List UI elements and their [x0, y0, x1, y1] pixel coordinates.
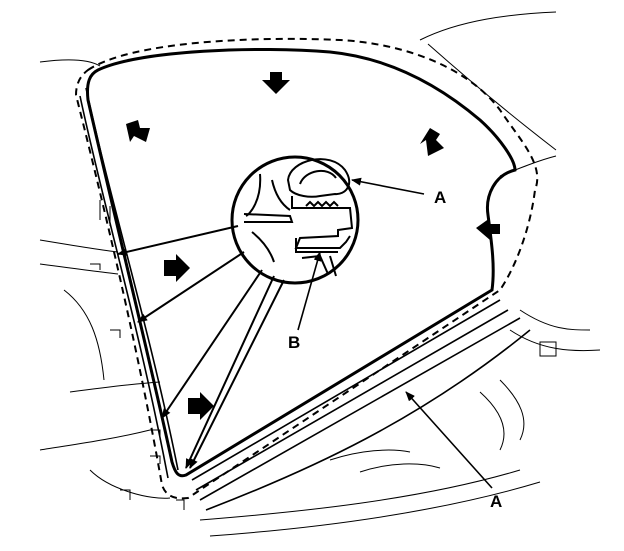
arrow-upper-left — [126, 120, 150, 142]
detail-leader-arrows — [117, 225, 285, 469]
body-context-lines — [39, 11, 601, 537]
weatherstrip-cross-section — [243, 158, 354, 277]
arrow-right — [476, 218, 500, 240]
arrow-upper-right — [420, 128, 444, 156]
window-frame-outline — [86, 47, 517, 478]
detail-inset — [230, 155, 360, 285]
detail-circle — [230, 155, 360, 285]
weatherstrip-lines — [79, 87, 531, 511]
arrow-middle-left — [164, 254, 190, 282]
arrow-lower-left — [188, 392, 214, 420]
callout-arrows — [297, 177, 493, 489]
callout-a-lower: A — [490, 492, 502, 511]
press-direction-arrows — [126, 72, 500, 420]
body-opening-dashed-outline — [74, 37, 539, 500]
arrow-top — [262, 72, 290, 94]
callout-b: B — [288, 333, 300, 352]
callout-a-upper: A — [434, 188, 446, 207]
